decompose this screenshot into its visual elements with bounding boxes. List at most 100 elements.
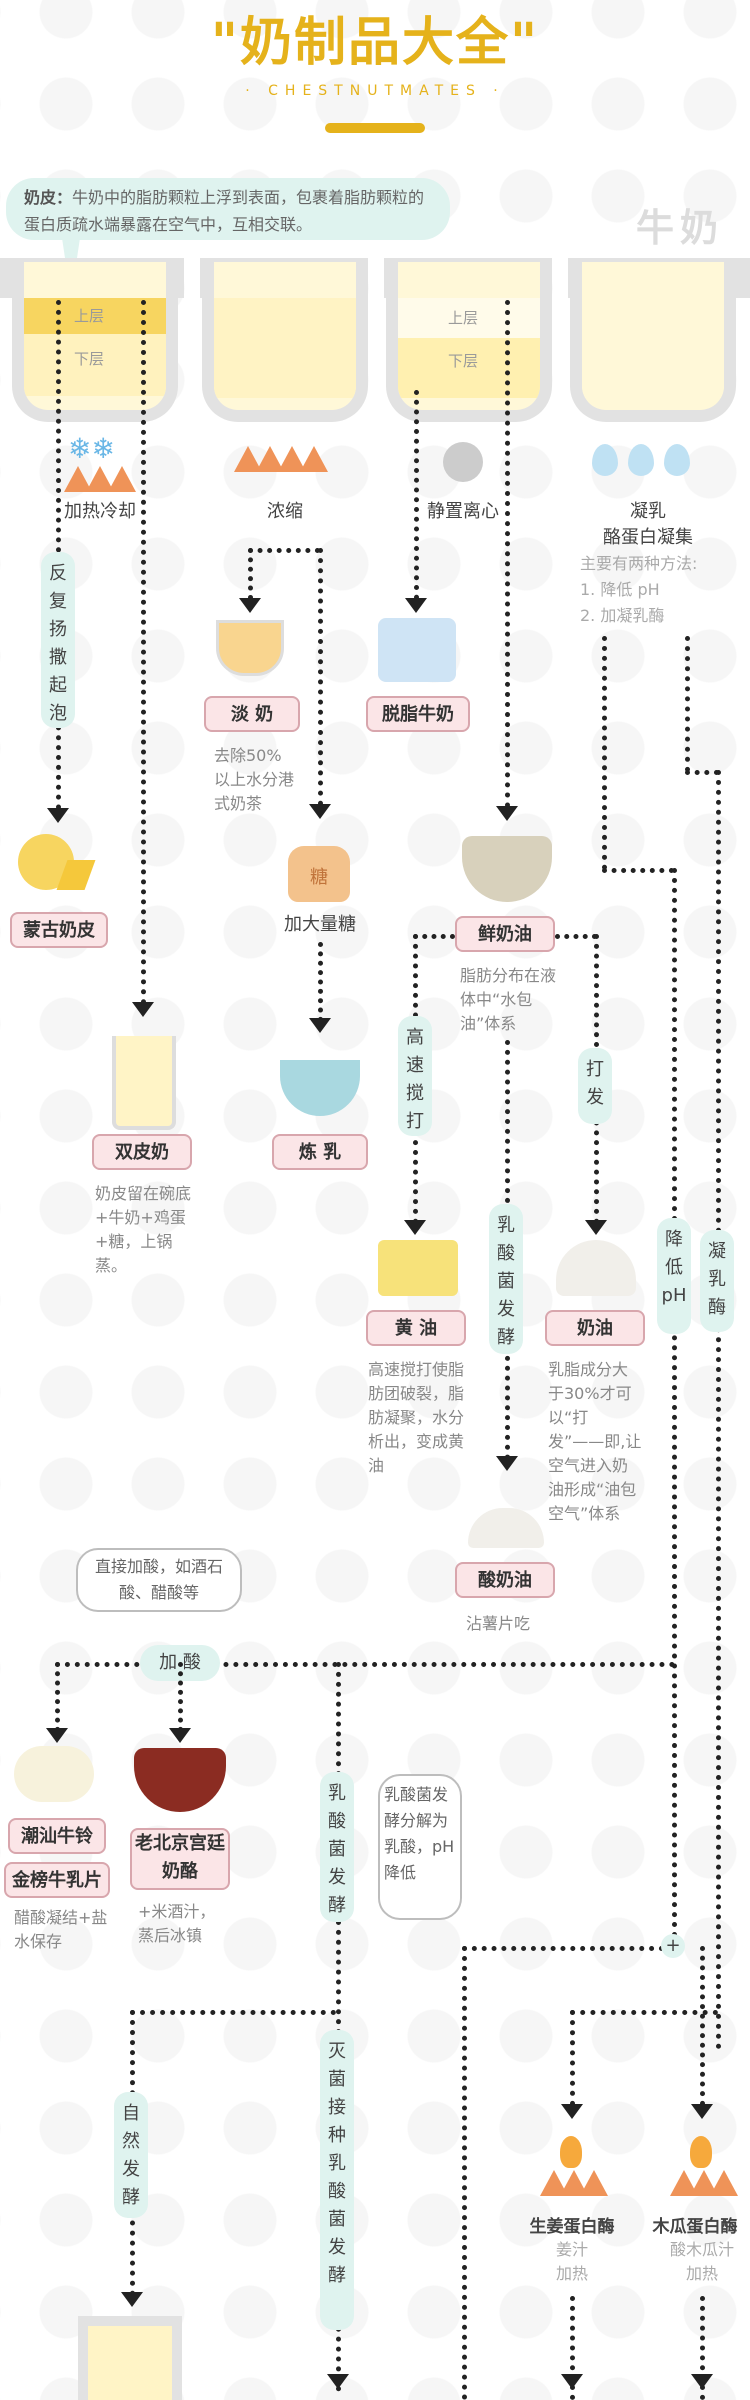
flow-line [700,2296,705,2400]
sugar-bag-icon: 糖 [288,846,350,902]
papaya-enzyme: 木瓜蛋白酶 [652,2217,738,2237]
butter: 黄 油 [366,1310,466,1346]
double-skin-desc: 奶皮留在碗底+牛奶+鸡蛋+糖，上锅蒸。 [95,1184,192,1275]
flow-line [700,1946,705,2106]
flow-line [248,548,253,600]
flow-line [413,934,455,939]
plus-node: + [661,1934,685,1958]
sour-cream-desc: 沾薯片吃 [466,1614,531,1633]
arrow [496,806,518,821]
flow-line [602,868,674,873]
arrow [496,1456,518,1471]
arrow [121,2292,143,2307]
coagulate-label: 凝乳 [630,501,666,522]
lower-ph-step: 降低pH [657,1218,691,1334]
beat-step: 打发 [578,1048,612,1124]
whipped-cream: 奶油 [545,1310,645,1346]
condensed-milk: 炼 乳 [272,1134,368,1170]
flow-line [685,636,690,772]
skim-milk: 脱脂牛奶 [366,696,470,732]
flow-line [414,390,419,600]
sterilize-step: 灭菌 接种 乳酸菌发酵 [320,2030,354,2330]
flow-line [505,300,510,808]
droplet-icon [592,444,618,476]
arrow [405,598,427,613]
milk-bell-icon [14,1746,94,1802]
whipped-cream-icon [556,1240,636,1296]
page-subtitle: · CHESTNUTMATES · [245,83,505,99]
arrow [309,804,331,819]
flow-line [130,2010,336,2015]
arrow [169,1728,191,1743]
arrow [691,2104,713,2119]
snowflake-icon: ❄❄ [68,432,115,465]
flame-icon [710,2170,738,2196]
sour-cream: 酸奶油 [455,1562,555,1598]
arrow [327,2374,349,2389]
mongol-milk-skin: 蒙古奶皮 [10,912,108,948]
arrow [46,1728,68,1743]
beijing-desc: +米酒汁，蒸后冰镇 [138,1902,216,1945]
lactic-note-bubble: 乳酸菌发酵分解为乳酸，pH降低 [378,1774,462,1920]
arrow [561,2104,583,2119]
layer-full [582,298,724,398]
beaker-1: 上层 下层 [12,262,178,422]
arrow [47,808,69,823]
method-2: 2. 加凝乳酶 [580,606,665,625]
flame-icon [690,2136,712,2168]
droplet-icon [628,444,654,476]
butter-desc: 高速搅打使脂肪团破裂，脂肪凝聚，水分析出，变成黄油 [368,1360,465,1475]
beaker-2 [202,262,368,422]
high-speed-step: 高速搅打 [398,1016,432,1136]
callout-term: 奶皮： [24,188,73,207]
flow-line [336,1662,341,2392]
arrow [404,1220,426,1235]
arrow [691,2374,713,2389]
acid-note-bubble: 直接加酸，如酒石酸、醋酸等 [76,1548,242,1612]
callout-text: 牛奶中的脂肪颗粒上浮到表面，包裹着脂肪颗粒的蛋白质疏水端暴露在空气中，互相交联。 [24,188,425,234]
title-underline [325,123,425,133]
casein-label: 酪蛋白凝集 [603,527,693,548]
flow-line [570,2296,575,2400]
arrow [585,1220,607,1235]
page-title: "奶制品大全" [210,12,540,73]
flame-icon [580,2170,608,2196]
layer-bottom: 下层 [398,338,540,398]
lactic-step: 乳酸菌发酵 [489,1204,523,1354]
flow-line [318,942,323,1022]
flame-icon [560,2136,582,2168]
flow-line [685,770,719,775]
beaker-3: 上层 下层 [386,262,552,422]
fresh-cream-desc: 脂肪分布在液体中“水包油”体系 [460,966,557,1033]
cup-icon [216,620,284,676]
flow-line [318,548,323,806]
flow-line [570,2010,718,2015]
whip-step: 反复扬撒起泡 [41,552,75,728]
flow-line [462,1946,674,1951]
flow-line [178,1662,183,1732]
arrow [239,598,261,613]
droplet-icon [664,444,690,476]
double-skin-milk: 双皮奶 [92,1134,192,1170]
arrow [561,2374,583,2389]
clock-icon [443,442,483,482]
add-sugar-label: 加大量糖 [284,914,356,935]
flow-line [55,1662,60,1732]
flow-line [570,2010,575,2106]
settle-label: 静置离心 [427,501,499,522]
whipped-cream-desc: 乳脂成分大于30%才可以“打发”——即,让空气进入奶油形成“油包空气”体系 [548,1360,642,1523]
evaporated-milk-desc: 去除50%以上水分港式奶茶 [214,746,295,813]
layer-top: 上层 [398,298,540,338]
skim-milk-carton-icon [378,618,456,682]
flame-icon [108,466,136,492]
chaoshan-desc: 醋酸凝结+盐水保存 [14,1908,108,1951]
concentrate-label: 浓缩 [267,501,303,522]
ginger-desc: 姜汁加热 [555,2240,588,2283]
papaya-desc: 酸木瓜汁加热 [669,2240,734,2283]
jinbang-milk-slice: 金榜牛乳片 [4,1862,110,1898]
flow-line [672,868,677,1948]
glass-icon [112,1036,176,1130]
beijing-cheese: 老北京宫廷奶酪 [130,1828,230,1890]
milk-skin-callout: 奶皮：牛奶中的脂肪颗粒上浮到表面，包裹着脂肪颗粒的蛋白质疏水端暴露在空气中，互相… [6,178,450,240]
flame-icon [300,446,328,472]
